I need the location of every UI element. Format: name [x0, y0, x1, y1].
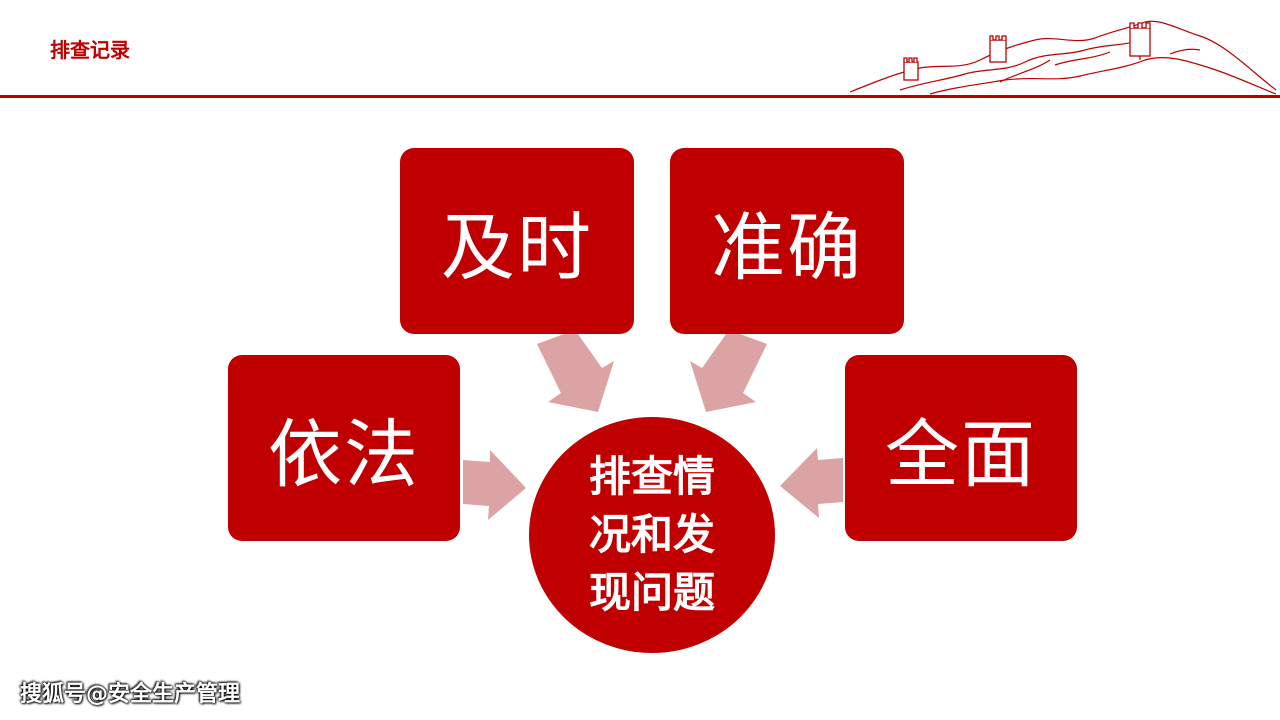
arrow-lawful-to-center [463, 450, 526, 520]
center-line-2: 况和发 [588, 510, 715, 559]
arrow-accurate-to-center [690, 330, 767, 412]
center-line-3: 现问题 [588, 568, 715, 617]
box-lawful: 依法 [228, 355, 460, 541]
watermark: 搜狐号@安全生产管理 [20, 682, 241, 707]
header-divider [0, 95, 1280, 98]
box-complete-label: 全面 [885, 411, 1037, 498]
center-circle: 排查情 况和发 现问题 [529, 417, 775, 653]
page-title: 排查记录 [50, 38, 130, 62]
arrow-timely-to-center [537, 330, 614, 412]
box-timely: 及时 [400, 148, 634, 334]
box-complete: 全面 [845, 355, 1077, 541]
great-wall-illustration [849, 20, 1277, 95]
center-line-1: 排查情 [588, 452, 715, 501]
box-accurate: 准确 [670, 148, 904, 334]
box-timely-label: 及时 [441, 204, 593, 291]
box-lawful-label: 依法 [268, 411, 420, 498]
box-accurate-label: 准确 [711, 204, 863, 291]
arrow-complete-to-center [780, 448, 843, 518]
